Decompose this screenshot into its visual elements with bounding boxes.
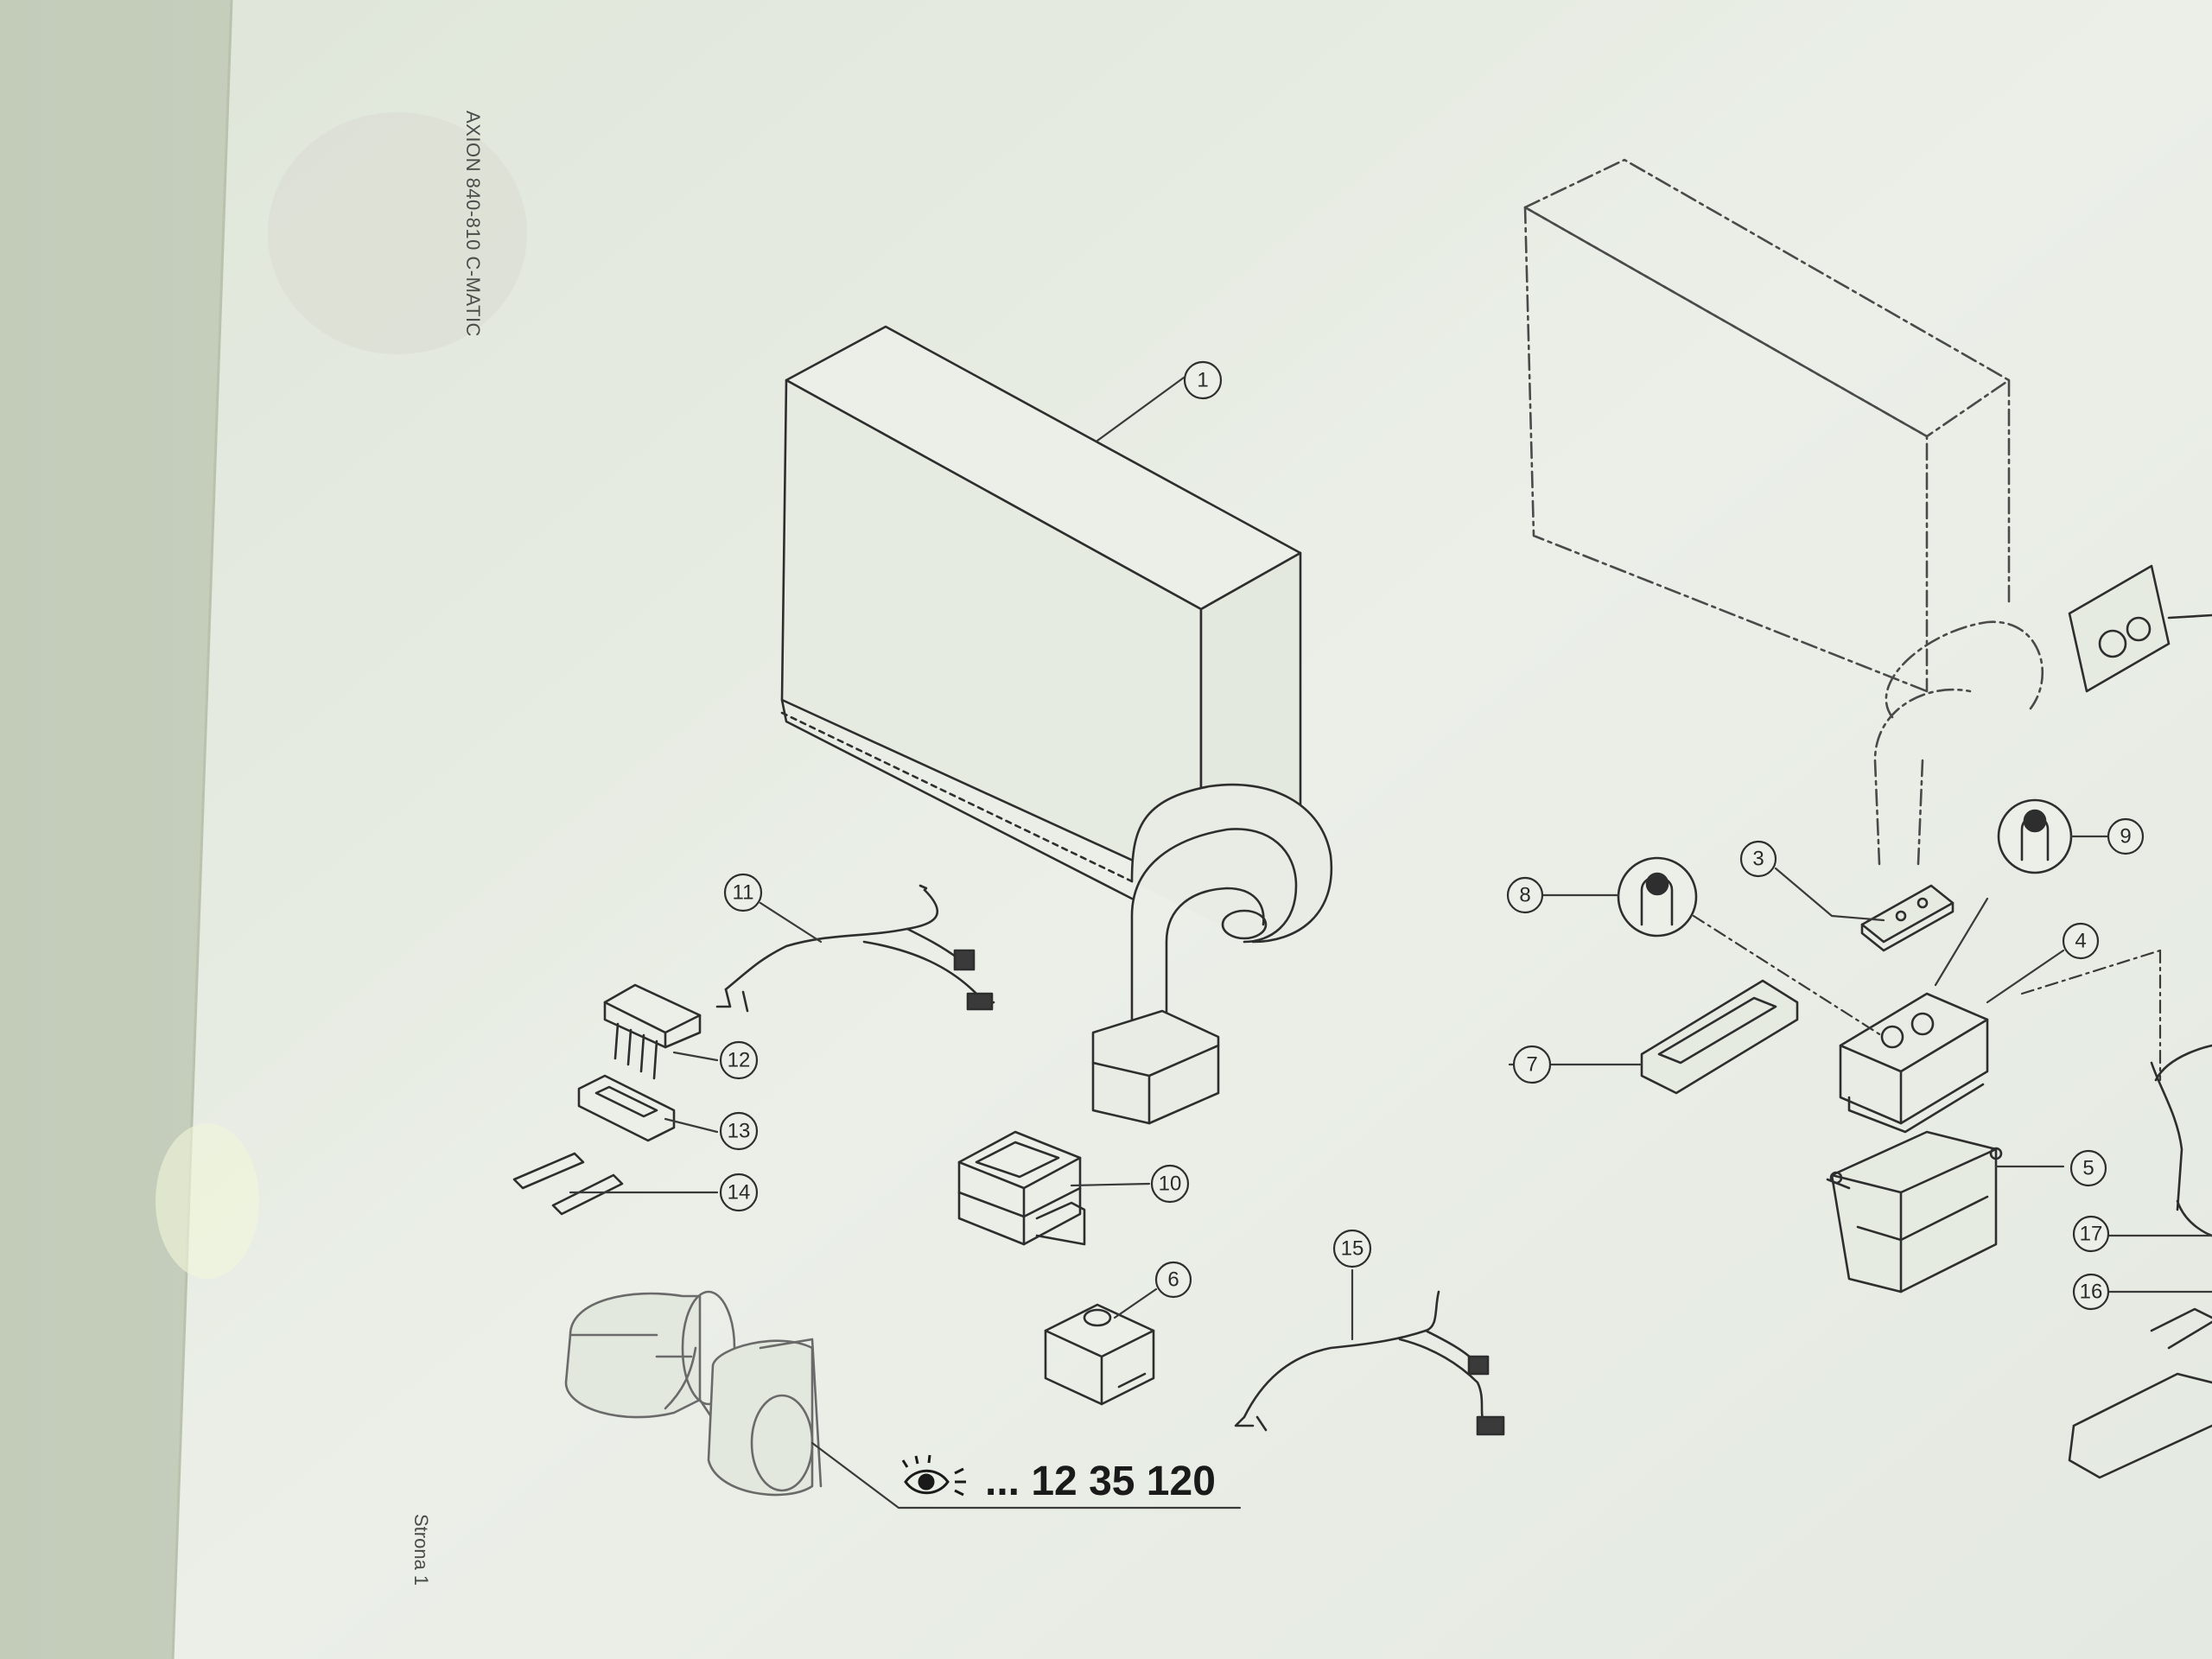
part-5-housing xyxy=(1826,1130,2003,1294)
callout-14: 14 xyxy=(719,1173,759,1212)
callout-5: 5 xyxy=(2069,1149,2107,1187)
part-1-heat-exchanger xyxy=(780,325,1333,1125)
part-11-harness xyxy=(715,884,995,1013)
callout-11-label: 11 xyxy=(733,881,754,905)
flange-plate xyxy=(2068,564,2212,693)
callout-13-label: 13 xyxy=(728,1120,751,1143)
callout-15: 15 xyxy=(1332,1229,1372,1268)
callout-16-label: 16 xyxy=(2080,1281,2103,1304)
callout-6: 6 xyxy=(1154,1261,1192,1299)
callout-8-label: 8 xyxy=(1519,884,1530,907)
paper-edge xyxy=(171,0,233,1659)
callout-10: 10 xyxy=(1150,1164,1190,1204)
callout-9: 9 xyxy=(2107,817,2145,855)
callout-17-label: 17 xyxy=(2080,1223,2103,1246)
blower-fan xyxy=(564,1290,823,1497)
callout-14-label: 14 xyxy=(728,1181,751,1205)
part-13-gasket xyxy=(577,1074,676,1142)
callout-12-label: 12 xyxy=(728,1049,751,1072)
callout-13: 13 xyxy=(719,1111,759,1151)
callout-4: 4 xyxy=(2062,922,2100,960)
reference-leader xyxy=(810,1441,1242,1510)
part-14-clips xyxy=(512,1152,624,1216)
right-edge-pipes xyxy=(2068,1044,2212,1479)
part-3-bracket xyxy=(1860,884,1955,952)
callout-17: 17 xyxy=(2072,1215,2110,1253)
page-label: Strona 1 xyxy=(410,1514,432,1586)
callout-4-label: 4 xyxy=(2075,930,2086,953)
callout-5-label: 5 xyxy=(2082,1157,2094,1180)
stain xyxy=(268,112,527,354)
callout-9-label: 9 xyxy=(2120,825,2131,849)
callout-12: 12 xyxy=(719,1040,759,1080)
reference-number: ... 12 35 120 xyxy=(985,1459,1216,1504)
leader-lines xyxy=(569,376,2212,1341)
part-10-box xyxy=(957,1130,1086,1246)
callout-8: 8 xyxy=(1506,876,1544,914)
eye-icon xyxy=(901,1454,966,1497)
callout-3: 3 xyxy=(1739,840,1777,878)
callout-11: 11 xyxy=(723,873,763,912)
ghost-heat-exchanger xyxy=(1523,158,2044,866)
callout-15-label: 15 xyxy=(1341,1237,1364,1261)
callout-16: 16 xyxy=(2072,1273,2110,1311)
part-4-valve-block xyxy=(1839,992,1989,1134)
callouts: 1 3 4 5 6 7 8 9 10 11 12 13 14 15 16 17 xyxy=(719,360,2145,1311)
part-6-cube xyxy=(1044,1303,1155,1406)
part-8-detail xyxy=(1617,856,1698,938)
callout-1: 1 xyxy=(1183,360,1223,400)
glare xyxy=(156,1123,259,1279)
callout-7-label: 7 xyxy=(1526,1053,1537,1077)
part-9-detail xyxy=(1997,798,2073,874)
part-12-connector xyxy=(603,983,702,1080)
callout-6-label: 6 xyxy=(1167,1268,1179,1292)
callout-7: 7 xyxy=(1512,1045,1552,1084)
callout-10-label: 10 xyxy=(1159,1173,1182,1196)
callout-3-label: 3 xyxy=(1752,848,1764,871)
side-title: AXION 840-810 C-MATIC xyxy=(462,111,484,337)
part-15-harness xyxy=(1234,1290,1505,1436)
part-7-tray xyxy=(1640,979,1799,1095)
callout-1-label: 1 xyxy=(1197,369,1208,392)
